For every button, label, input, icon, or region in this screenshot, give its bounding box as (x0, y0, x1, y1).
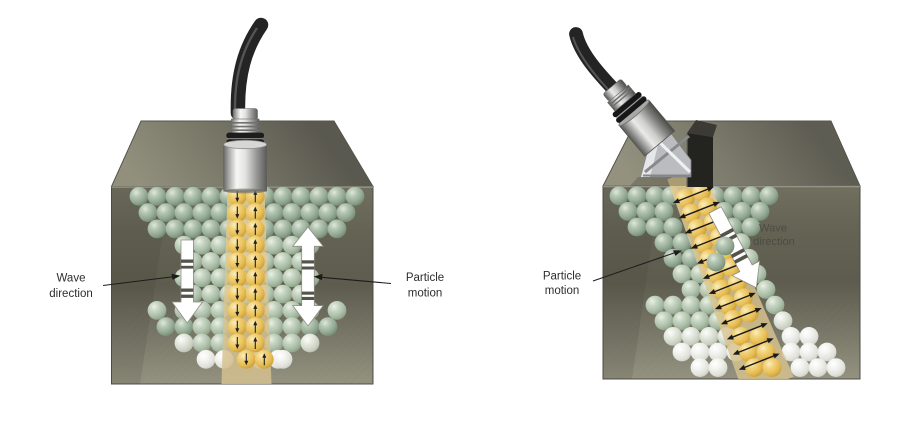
svg-text:Particle: Particle (406, 272, 444, 284)
svg-text:motion: motion (408, 288, 443, 300)
svg-text:motion: motion (545, 285, 580, 297)
svg-text:Wave: Wave (57, 273, 86, 285)
svg-text:direction: direction (49, 288, 92, 300)
svg-text:Wave: Wave (759, 223, 787, 235)
svg-text:Particle: Particle (543, 271, 581, 283)
svg-text:direction: direction (753, 236, 795, 248)
